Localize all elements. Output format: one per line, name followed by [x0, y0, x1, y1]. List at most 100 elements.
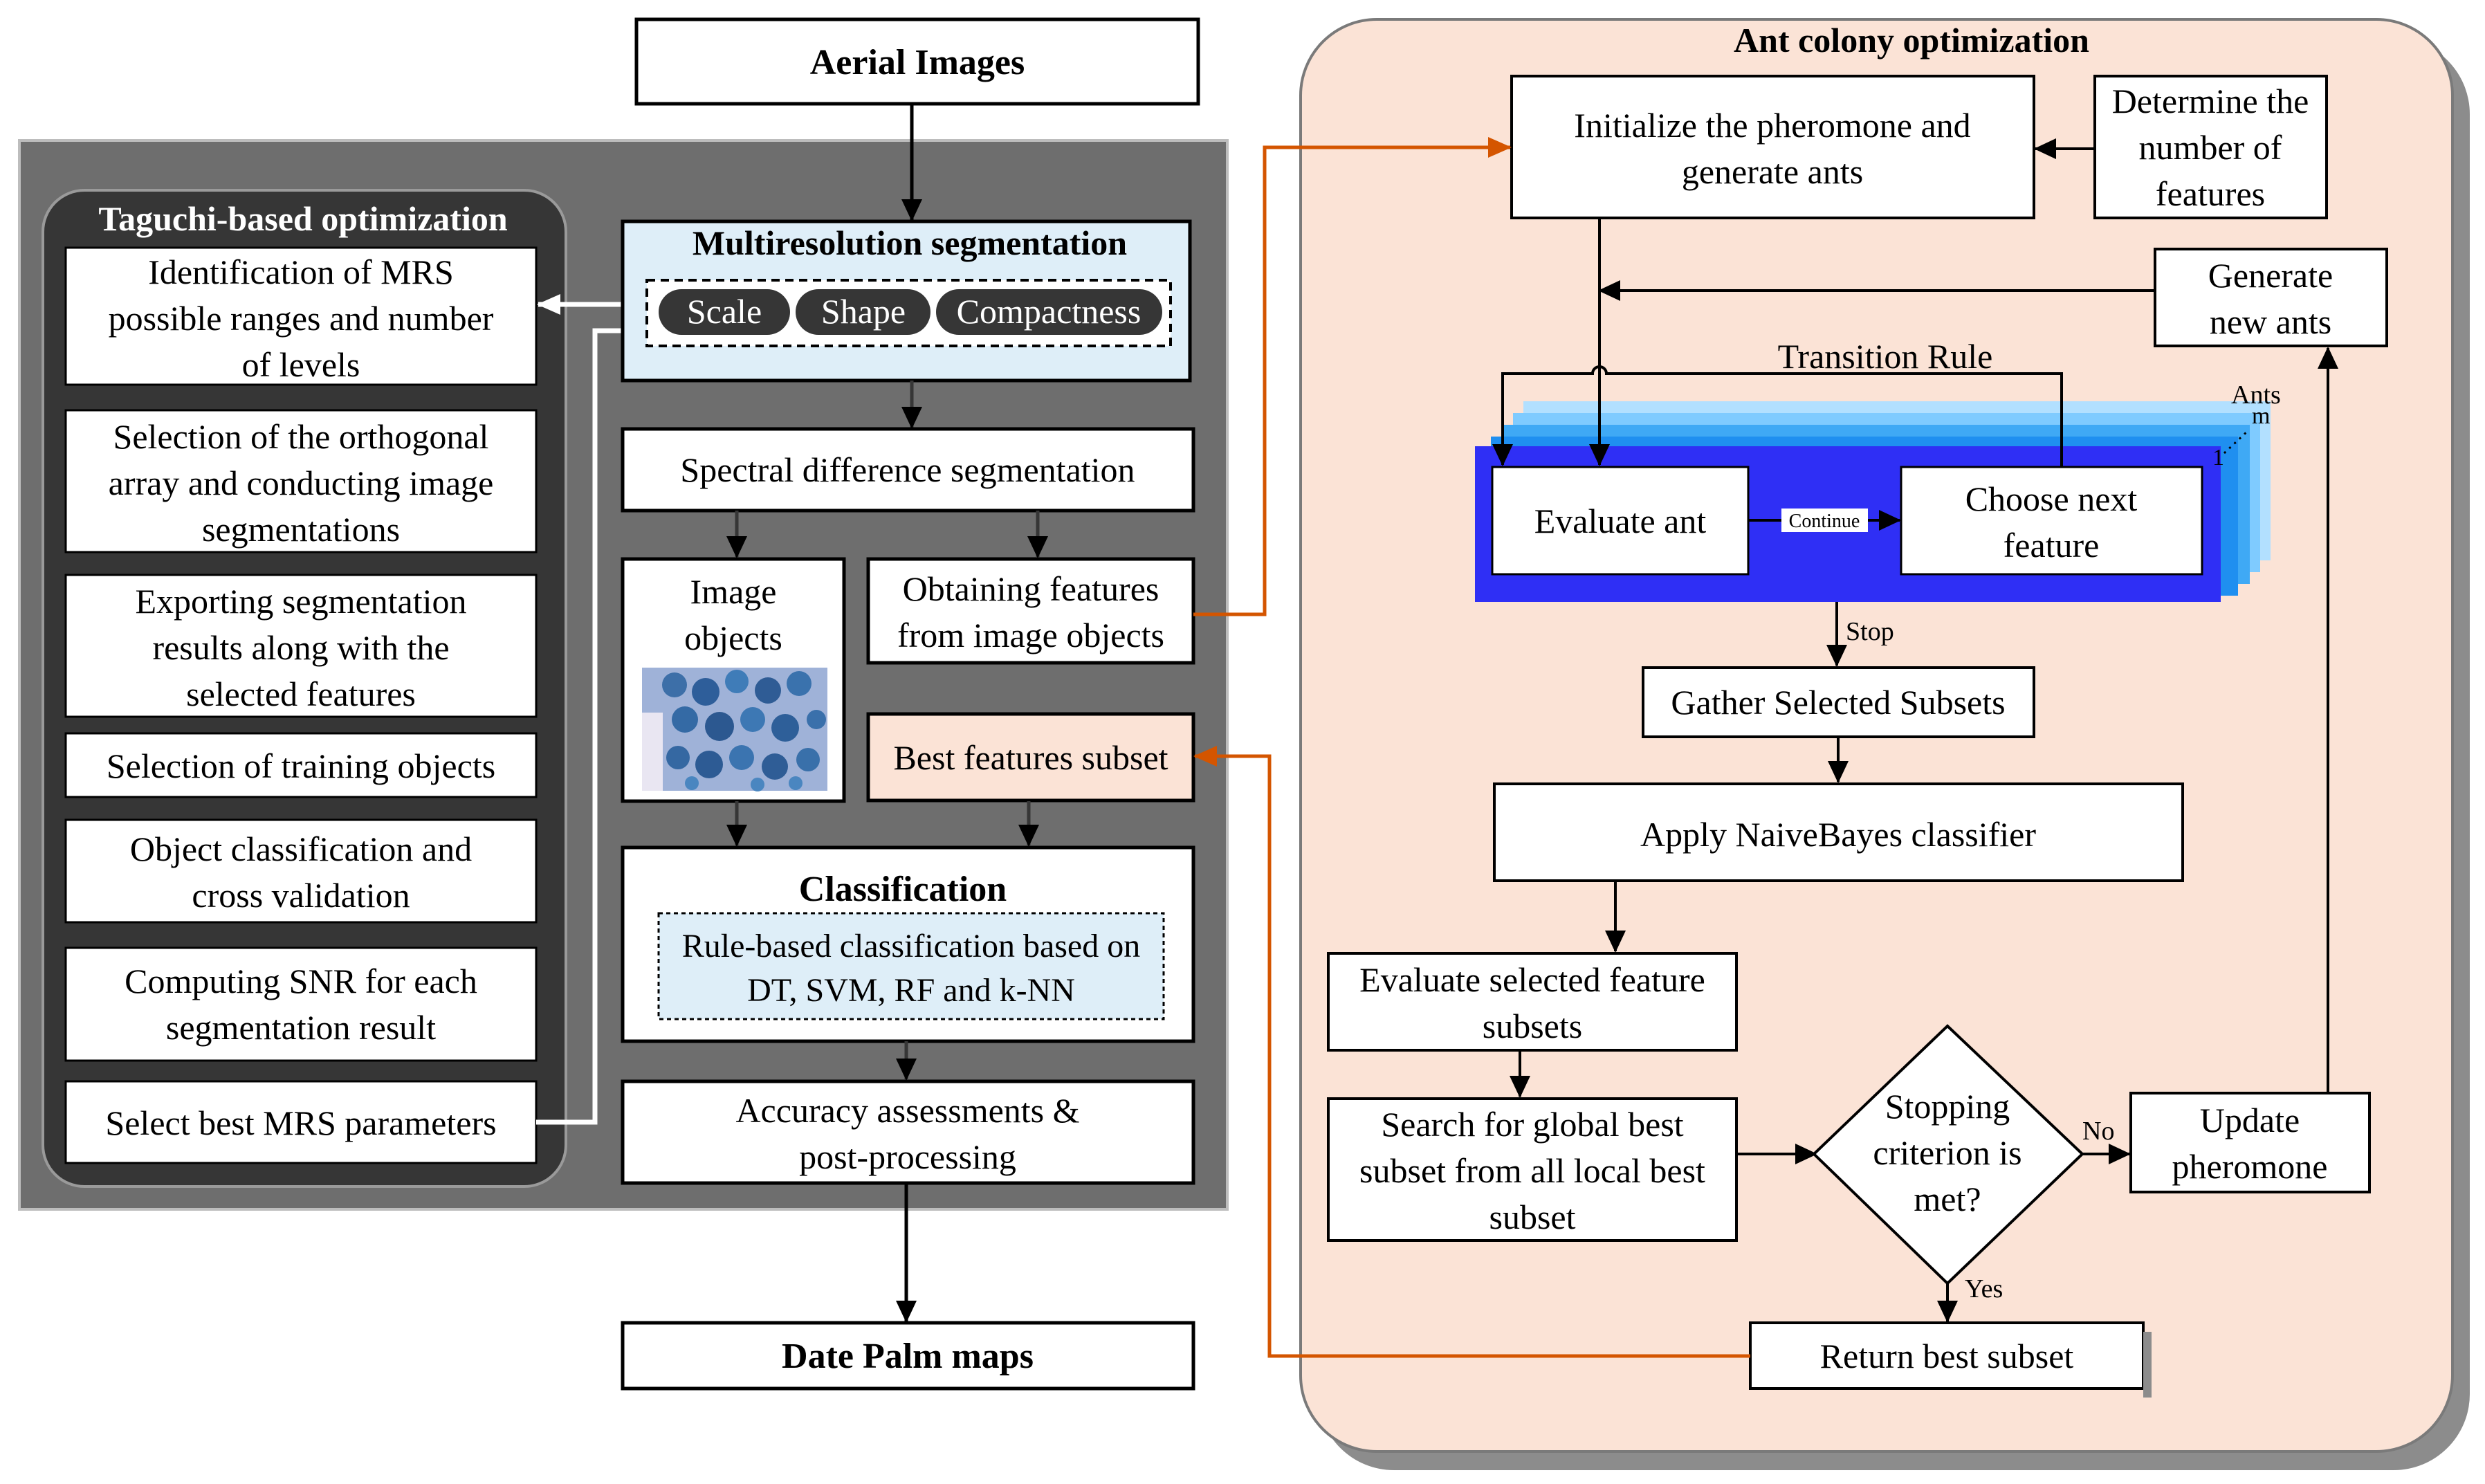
taguchi-step-5-line-1: Object classification and — [130, 830, 472, 868]
transition-rule-loop — [1492, 365, 2063, 467]
initialize-line-1: Initialize the pheromone and — [1574, 106, 1970, 145]
stopping-line-3: met? — [1914, 1180, 1981, 1218]
stop-label: Stop — [1846, 617, 1894, 646]
initialize-box — [1510, 75, 2035, 219]
taguchi-title: Taguchi-based optimization — [98, 199, 508, 238]
image-objects-line-2: objects — [684, 619, 782, 657]
taguchi-step-1-line-3: of levels — [242, 345, 360, 384]
evaluate-ant-label: Evaluate ant — [1534, 502, 1707, 540]
date-palm-maps-label: Date Palm maps — [782, 1337, 1034, 1376]
obtaining-features-box — [866, 557, 1195, 665]
taguchi-step-5-line-2: cross validation — [192, 876, 410, 915]
accuracy-line-2: post-processing — [799, 1137, 1016, 1176]
date-palm-maps-box — [621, 1321, 1195, 1391]
taguchi-step-2-line-1: Selection of the orthogonal — [113, 417, 489, 456]
param-compactness-pill — [936, 289, 1162, 335]
search-global-box — [1327, 1097, 1738, 1242]
image-objects-thumbnail — [642, 668, 827, 791]
aerial-images-box — [634, 17, 1200, 106]
param-shape-label: Shape — [821, 292, 906, 331]
determine-box — [2093, 75, 2328, 219]
param-scale-pill — [659, 289, 790, 335]
transition-rule-label: Transition Rule — [1778, 337, 1993, 376]
determine-line-3: features — [2156, 174, 2265, 213]
taguchi-step-4-box — [64, 732, 538, 798]
return-best-label: Return best subset — [1820, 1337, 2074, 1375]
update-line-1: Update — [2200, 1101, 2300, 1139]
best-subset-box — [866, 712, 1195, 803]
initialize-line-2: generate ants — [1682, 152, 1863, 191]
generate-new-line-1: Generate — [2208, 256, 2333, 295]
generate-new-line-2: new ants — [2210, 302, 2331, 341]
classification-title: Classification — [799, 870, 1007, 909]
return-best-shadow — [2143, 1332, 2152, 1398]
choose-next-line-1: Choose next — [1965, 479, 2138, 518]
classification-rule-line-1: Rule-based classification based on — [682, 928, 1140, 964]
taguchi-step-2-line-2: array and conducting image — [109, 464, 494, 502]
no-label: No — [2082, 1117, 2114, 1146]
classification-rule-box — [657, 912, 1165, 1020]
orange-connector-return-to-best-subset — [1193, 746, 1750, 1358]
yes-label: Yes — [1965, 1274, 2003, 1303]
stopping-line-1: Stopping — [1885, 1087, 2010, 1126]
taguchi-step-5-box — [64, 818, 538, 924]
taguchi-step-7-line-1: Select best MRS parameters — [105, 1103, 496, 1142]
spectral-label: Spectral difference segmentation — [680, 450, 1135, 489]
taguchi-steps: Identification of MRS possible ranges an… — [64, 246, 538, 1164]
ant-index-1: 1 — [2212, 445, 2224, 470]
update-pheromone-box — [2129, 1092, 2371, 1193]
naive-bayes-box — [1493, 782, 2184, 882]
update-line-2: pheromone — [2172, 1147, 2328, 1186]
aerial-images-label: Aerial Images — [810, 43, 1025, 82]
taguchi-step-3-line-3: selected features — [186, 675, 416, 713]
accuracy-box — [621, 1079, 1195, 1185]
taguchi-step-3-line-2: results along with the — [152, 628, 449, 667]
gather-label: Gather Selected Subsets — [1671, 683, 2005, 722]
ants-label: Ants — [2231, 381, 2281, 410]
search-global-line-3: subset — [1489, 1198, 1576, 1236]
orange-connector-obtaining-to-initialize — [1193, 137, 1512, 616]
best-subset-label: Best features subset — [893, 738, 1168, 777]
accuracy-line-1: Accuracy assessments & — [735, 1091, 1079, 1130]
evaluate-subsets-box — [1327, 952, 1738, 1052]
taguchi-step-1-line-2: possible ranges and number — [109, 299, 494, 338]
determine-line-1: Determine the — [2112, 82, 2309, 120]
gather-box — [1642, 666, 2035, 738]
obtaining-line-2: from image objects — [897, 616, 1164, 654]
param-scale-label: Scale — [687, 292, 762, 331]
taguchi-step-6-line-2: segmentation result — [166, 1008, 436, 1047]
continue-label-bg — [1781, 509, 1868, 532]
choose-next-line-2: feature — [2003, 526, 2100, 565]
determine-line-2: number of — [2139, 128, 2282, 167]
ant-stack-dots — [2223, 429, 2250, 455]
stopping-line-2: criterion is — [1873, 1133, 2021, 1172]
evaluate-subsets-line-2: subsets — [1483, 1007, 1582, 1045]
taguchi-step-3-line-1: Exporting segmentation — [135, 582, 466, 621]
evaluate-ant-box — [1491, 466, 1750, 576]
generate-new-ants-box — [2154, 248, 2388, 347]
taguchi-step-6-line-1: Computing SNR for each — [125, 962, 477, 1000]
search-global-line-2: subset from all local best — [1359, 1151, 1705, 1190]
taguchi-step-3-box — [64, 574, 538, 718]
taguchi-step-1-line-1: Identification of MRS — [148, 253, 454, 291]
taguchi-step-6-box — [64, 946, 538, 1062]
taguchi-step-7-box — [64, 1080, 538, 1164]
mrs-title: Multiresolution segmentation — [693, 223, 1127, 262]
classification-rule-line-2: DT, SVM, RF and k-NN — [747, 972, 1075, 1009]
param-shape-pill — [796, 289, 930, 335]
ant-index-m: m — [2252, 403, 2270, 429]
taguchi-step-2-box — [64, 409, 538, 553]
aco-title: Ant colony optimization — [1734, 21, 2089, 59]
evaluate-subsets-line-1: Evaluate selected feature — [1359, 960, 1705, 999]
spectral-box — [621, 427, 1195, 513]
taguchi-step-2-line-3: segmentations — [202, 510, 400, 549]
naive-bayes-label: Apply NaiveBayes classifier — [1640, 815, 2036, 854]
param-compactness-label: Compactness — [957, 292, 1141, 331]
taguchi-step-1-box — [64, 246, 538, 386]
continue-label: Continue — [1789, 511, 1860, 532]
choose-next-box — [1900, 466, 2203, 576]
obtaining-line-1: Obtaining features — [903, 569, 1159, 608]
taguchi-step-4-line-1: Selection of training objects — [107, 746, 495, 785]
search-global-line-1: Search for global best — [1381, 1105, 1683, 1144]
